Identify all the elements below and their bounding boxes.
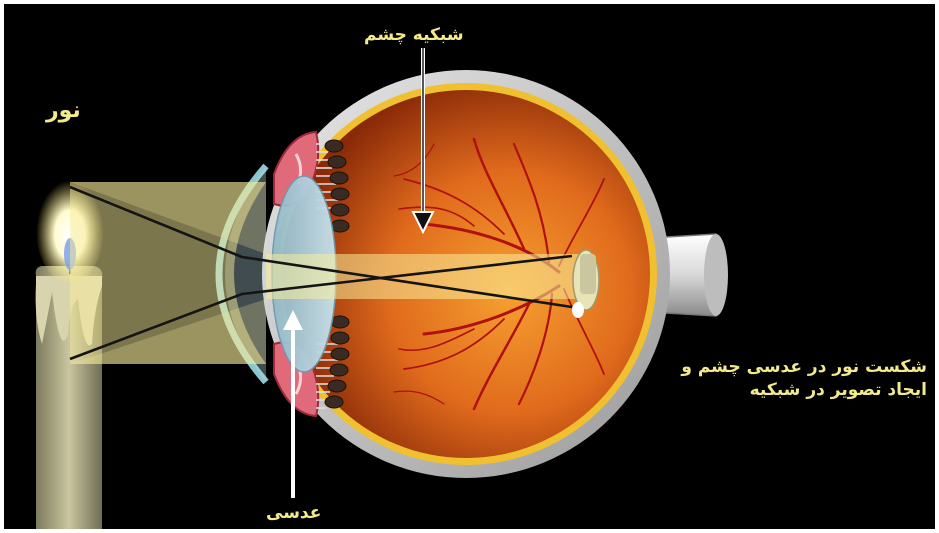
caption: شکست نور در عدسی چشم و ایجاد تصویر در شب… (681, 356, 927, 402)
lens-label: عدسی (266, 502, 321, 525)
eye-diagram: نور شبکیه چشم عدسی شکست نور در عدسی چشم … (4, 4, 935, 529)
light-label: نور (46, 96, 81, 126)
eye-illustration (4, 4, 935, 529)
retina-label: شبکیه چشم (364, 24, 464, 47)
caption-line-2: ایجاد تصویر در شبکیه (681, 379, 927, 402)
caption-line-1: شکست نور در عدسی چشم و (681, 356, 927, 379)
